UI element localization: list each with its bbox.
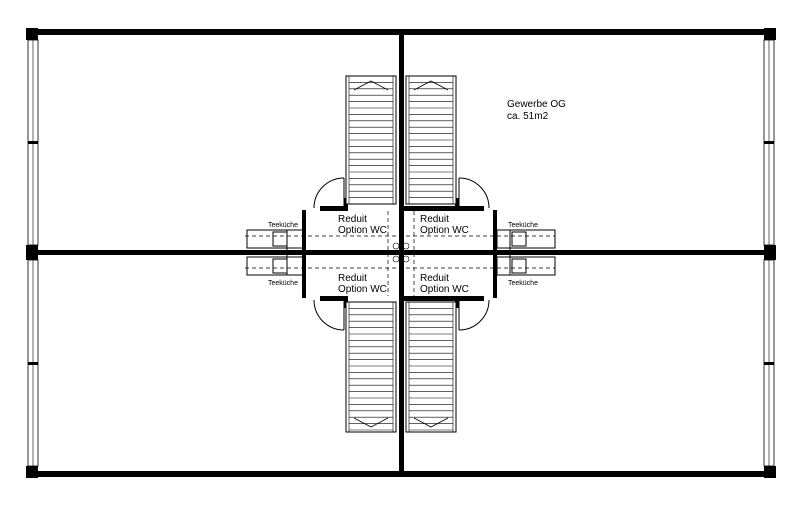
stair-bottom-right — [405, 301, 457, 433]
reduit-label-bl: Reduit — [338, 273, 367, 284]
reduit-label-br: Reduit — [420, 273, 449, 284]
stair-bottom-left — [345, 301, 397, 433]
stairs — [345, 75, 457, 433]
dividing-walls — [38, 35, 764, 471]
stair-top-left — [345, 75, 397, 205]
reduit-label-tl: Reduit — [338, 214, 367, 225]
area-size-label: ca. 51m2 — [507, 111, 549, 122]
service-lines — [245, 211, 555, 296]
tea-kitchen-left — [246, 229, 304, 276]
teekueche-label-bl: Teeküche — [268, 280, 298, 287]
stair-top-right — [405, 75, 457, 205]
teekueche-label-tr: Teeküche — [508, 222, 538, 229]
teekueche-label-tl: Teeküche — [268, 222, 298, 229]
option-wc-label-tr: Option WC — [420, 225, 469, 236]
teekueche-label-br: Teeküche — [508, 280, 538, 287]
area-name-label: Gewerbe OG — [507, 99, 566, 110]
exterior-walls — [26, 28, 776, 478]
door-swings — [313, 177, 490, 331]
option-wc-label-bl: Option WC — [338, 284, 387, 295]
window-bands — [27, 39, 775, 467]
option-wc-label-br: Option WC — [420, 284, 469, 295]
option-wc-label-tl: Option WC — [338, 225, 387, 236]
reduit-label-tr: Reduit — [420, 214, 449, 225]
tea-kitchen-right — [496, 229, 556, 276]
